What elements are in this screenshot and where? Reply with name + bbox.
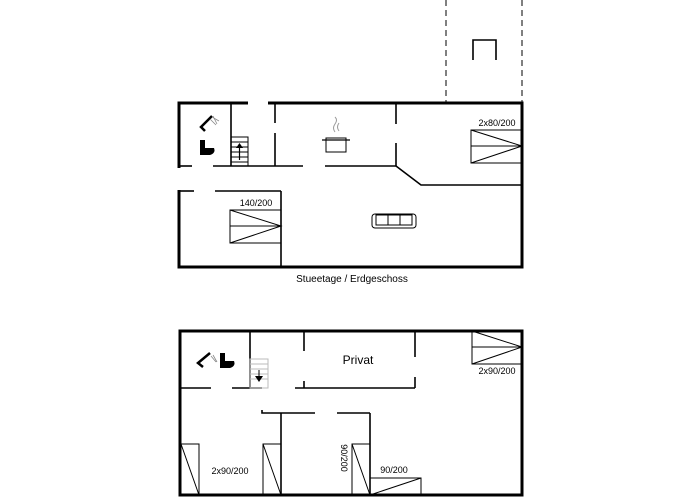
stairs-down-icon [249,358,269,389]
stairs-up-icon [230,136,249,167]
sofa-icon [371,213,417,229]
bed-label: 140/200 [240,198,273,208]
shower-icon [196,352,218,368]
floor-caption: Stueetage / Erdgeschoss [296,274,408,285]
outer-wall [178,329,524,497]
outer-wall [177,101,524,269]
terrace-outline [445,0,523,102]
room-label-private: Privat [343,353,374,367]
toilet-icon [220,353,235,368]
bed-label: 90/200 [380,465,408,475]
bed-label: 90/200 [339,444,349,472]
bed-topright: 2x90/200 [471,330,524,376]
bed-label: 2x90/200 [478,366,515,376]
bed-vertical: 90/200 [339,443,371,496]
upper-floor: Privat 2x90/200 2x90/200 [178,329,524,497]
bed-label: 2x80/200 [478,118,515,128]
bed-2x80: 2x80/200 [470,118,524,164]
bed-single: 90/200 [369,465,422,496]
bed-left-pair: 2x90/200 [180,443,282,496]
bed-140: 140/200 [229,198,283,244]
ground-floor: 140/200 2x80/200 Stueetage / Erdgeschoss [177,101,524,285]
bed-label: 2x90/200 [211,466,248,476]
shower-icon [199,115,220,132]
toilet-icon [200,140,215,155]
cooking-pot-icon [322,116,350,153]
